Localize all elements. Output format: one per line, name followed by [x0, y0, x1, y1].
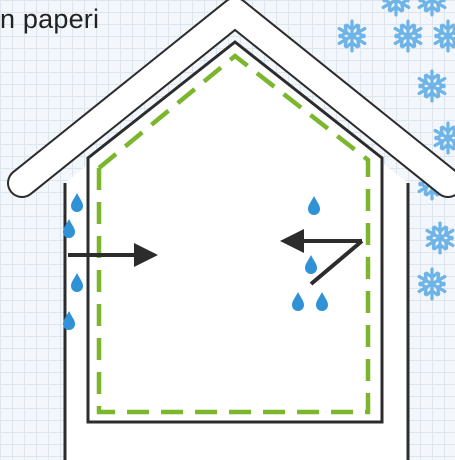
vapor-barrier — [96, 53, 371, 415]
snowflake-icon — [417, 69, 447, 103]
snowflake-icon — [417, 267, 447, 301]
airflow-arrow-left — [68, 243, 158, 267]
snowflake-icon — [417, 0, 447, 17]
caption-text: n paperi — [0, 4, 100, 34]
snowflake-icon — [433, 121, 455, 155]
snowflake-icon — [393, 19, 423, 53]
roof-fill — [9, 0, 455, 196]
snowflake-icon — [433, 19, 455, 53]
snowflake-icon — [381, 0, 411, 17]
snowflake-icon — [337, 19, 367, 53]
inner-wall — [86, 40, 384, 424]
snowflake-icon — [425, 221, 455, 255]
airflow-arrow-right — [280, 229, 364, 286]
house — [7, 0, 455, 460]
